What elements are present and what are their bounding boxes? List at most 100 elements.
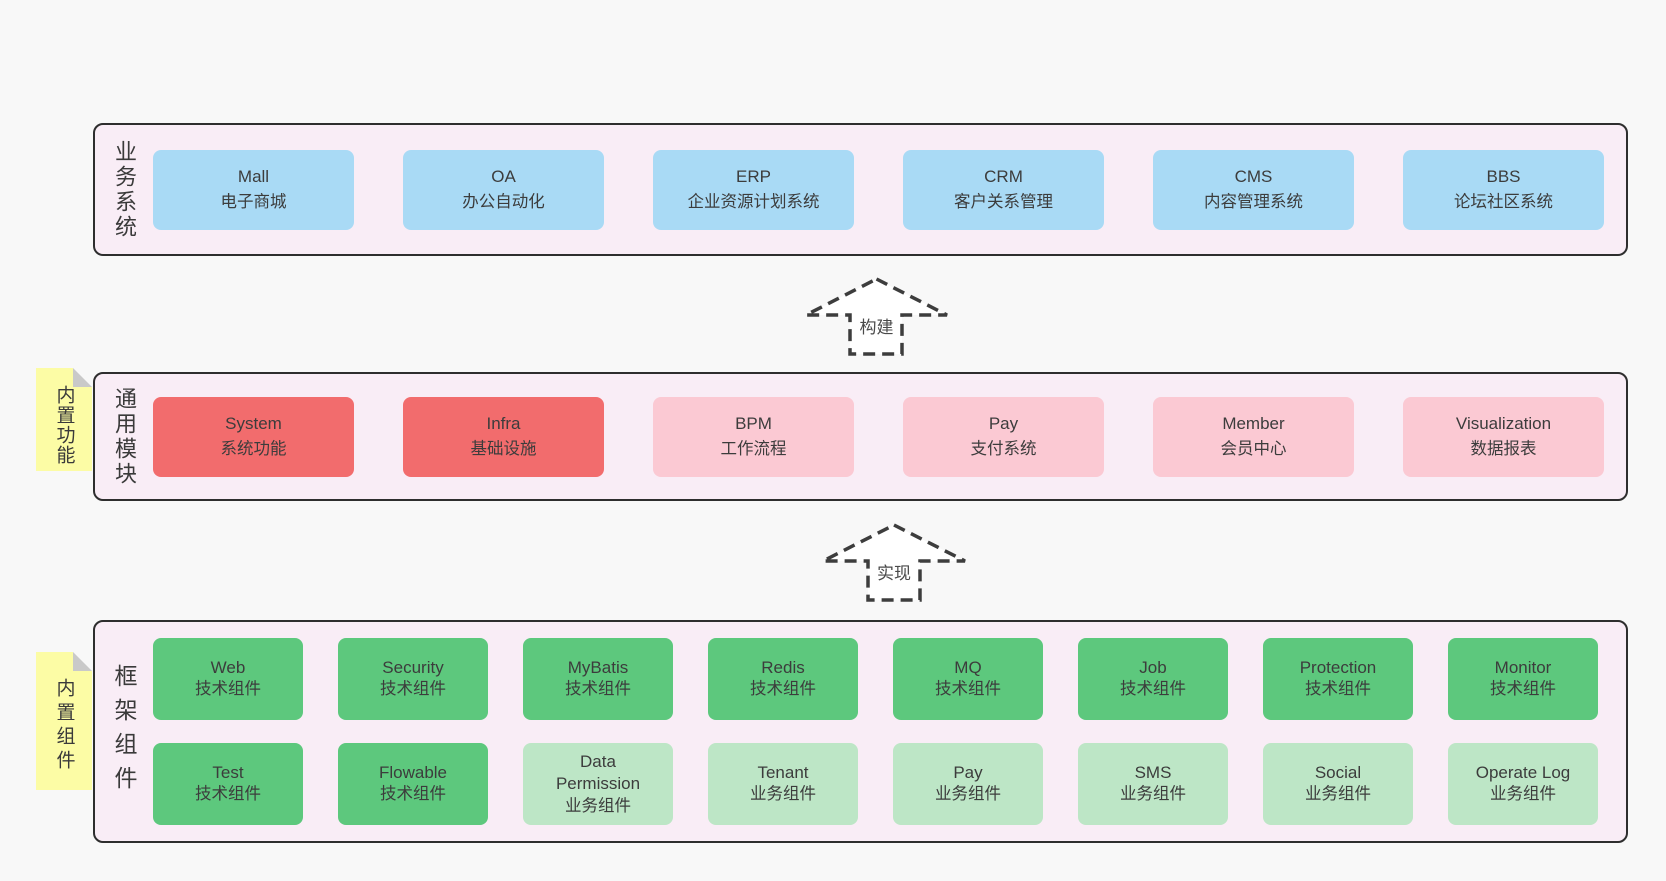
component-box: Protection 技术组件 bbox=[1263, 638, 1413, 720]
component-row: System 系统功能 Infra 基础设施 BPM 工作流程 Pay 支付系统 Member 会… bbox=[153, 396, 1611, 477]
component-subtitle: 业务组件 bbox=[1490, 785, 1556, 804]
component-box: MQ 技术组件 bbox=[893, 638, 1043, 720]
sticky-note-built-in-components: 内置组件 bbox=[36, 652, 92, 790]
component-subtitle: 内容管理系统 bbox=[1204, 192, 1303, 211]
component-box: Member 会员中心 bbox=[1153, 396, 1354, 477]
band-business-systems: 业务系统 Mall 电子商城 OA 办公自动化 ERP 企业资源计划系统 CRM 客户关系管理… bbox=[93, 123, 1628, 256]
component-name: SMS bbox=[1134, 762, 1172, 782]
component-box: Mall 电子商城 bbox=[153, 149, 354, 230]
component-name: Social bbox=[1314, 762, 1362, 782]
component-subtitle: 业务组件 bbox=[935, 785, 1001, 804]
component-box: Web 技术组件 bbox=[153, 638, 303, 720]
component-box: Test 技术组件 bbox=[153, 743, 303, 825]
component-name: MyBatis bbox=[567, 657, 629, 677]
sticky-note-label: 内置功能 bbox=[53, 384, 75, 465]
folded-corner-icon bbox=[73, 368, 92, 387]
component-box: BBS 论坛社区系统 bbox=[1403, 149, 1604, 230]
band-rows: Mall 电子商城 OA 办公自动化 ERP 企业资源计划系统 CRM 客户关系管理 CMS 内容… bbox=[153, 125, 1611, 254]
component-box: System 系统功能 bbox=[153, 396, 354, 477]
sticky-note-label: 内置组件 bbox=[53, 678, 75, 774]
component-name: Data bbox=[580, 751, 616, 771]
component-subtitle: 电子商城 bbox=[220, 192, 287, 211]
component-name: Protection bbox=[1299, 657, 1377, 677]
component-box: CRM 客户关系管理 bbox=[903, 149, 1104, 230]
component-name: Pay bbox=[953, 762, 983, 782]
component-name: System bbox=[225, 414, 282, 434]
component-box: Visualization 数据报表 bbox=[1403, 396, 1604, 477]
component-name: Pay bbox=[988, 414, 1019, 434]
component-name: BPM bbox=[735, 414, 772, 434]
component-box: Pay 支付系统 bbox=[903, 396, 1104, 477]
component-name: BBS bbox=[1486, 167, 1521, 187]
component-name: Mall bbox=[237, 167, 270, 187]
component-name: OA bbox=[491, 167, 516, 187]
component-subtitle: 业务组件 bbox=[750, 785, 816, 804]
component-subtitle: 技术组件 bbox=[1305, 680, 1371, 699]
band-common-modules: 通用模块 System 系统功能 Infra 基础设施 BPM 工作流程 Pay 支付系统 Me… bbox=[93, 372, 1628, 501]
component-subtitle: 数据报表 bbox=[1470, 439, 1537, 458]
component-name: Job bbox=[1139, 657, 1167, 677]
folded-corner-icon bbox=[73, 652, 92, 671]
arrow-label: 构建 bbox=[857, 313, 896, 338]
component-box: CMS 内容管理系统 bbox=[1153, 149, 1354, 230]
component-box: Pay 业务组件 bbox=[893, 743, 1043, 825]
component-name: Permission bbox=[555, 774, 641, 794]
component-name: ERP bbox=[736, 167, 771, 187]
component-name: Flowable bbox=[378, 762, 448, 782]
component-subtitle: 业务组件 bbox=[1305, 785, 1371, 804]
band-label: 框架组件 bbox=[111, 663, 137, 800]
component-row: Mall 电子商城 OA 办公自动化 ERP 企业资源计划系统 CRM 客户关系管理 CMS 内容… bbox=[153, 149, 1611, 230]
component-name: Redis bbox=[761, 657, 805, 677]
component-name: CMS bbox=[1234, 167, 1273, 187]
component-name: Member bbox=[1222, 414, 1285, 434]
component-name: Infra bbox=[486, 414, 521, 434]
component-subtitle: 技术组件 bbox=[1120, 680, 1186, 699]
component-subtitle: 业务组件 bbox=[1120, 785, 1186, 804]
component-subtitle: 会员中心 bbox=[1220, 439, 1287, 458]
component-subtitle: 办公自动化 bbox=[462, 192, 545, 211]
component-subtitle: 技术组件 bbox=[750, 680, 816, 699]
component-subtitle: 论坛社区系统 bbox=[1454, 192, 1553, 211]
component-name: Web bbox=[210, 657, 246, 677]
implement-arrow: 实现 bbox=[820, 521, 968, 604]
component-box: Job 技术组件 bbox=[1078, 638, 1228, 720]
component-name: MQ bbox=[954, 657, 982, 677]
component-box: Social 业务组件 bbox=[1263, 743, 1413, 825]
component-name: Test bbox=[212, 762, 244, 782]
component-box: Infra 基础设施 bbox=[403, 396, 604, 477]
component-subtitle: 客户关系管理 bbox=[954, 192, 1053, 211]
component-subtitle: 企业资源计划系统 bbox=[687, 192, 820, 211]
component-name: CRM bbox=[984, 167, 1023, 187]
component-name: Security bbox=[382, 657, 444, 677]
component-subtitle: 工作流程 bbox=[720, 439, 787, 458]
component-subtitle: 基础设施 bbox=[470, 439, 537, 458]
component-name: Monitor bbox=[1494, 657, 1552, 677]
component-box: ERP 企业资源计划系统 bbox=[653, 149, 854, 230]
arrow-label: 实现 bbox=[875, 559, 913, 584]
band-label: 通用模块 bbox=[112, 386, 137, 487]
sticky-note-built-in-features: 内置功能 bbox=[36, 368, 92, 471]
build-arrow: 构建 bbox=[803, 275, 950, 358]
component-box: OA 办公自动化 bbox=[403, 149, 604, 230]
band-rows: System 系统功能 Infra 基础设施 BPM 工作流程 Pay 支付系统 Member 会… bbox=[153, 374, 1611, 499]
component-box: BPM 工作流程 bbox=[653, 396, 854, 477]
component-name: Visualization bbox=[1455, 414, 1552, 434]
band-label: 业务系统 bbox=[112, 139, 137, 240]
component-box: SMS 业务组件 bbox=[1078, 743, 1228, 825]
component-subtitle: 支付系统 bbox=[970, 439, 1037, 458]
component-subtitle: 技术组件 bbox=[935, 680, 1001, 699]
component-subtitle: 技术组件 bbox=[195, 680, 261, 699]
component-subtitle: 系统功能 bbox=[220, 439, 287, 458]
component-subtitle: 技术组件 bbox=[195, 785, 261, 804]
